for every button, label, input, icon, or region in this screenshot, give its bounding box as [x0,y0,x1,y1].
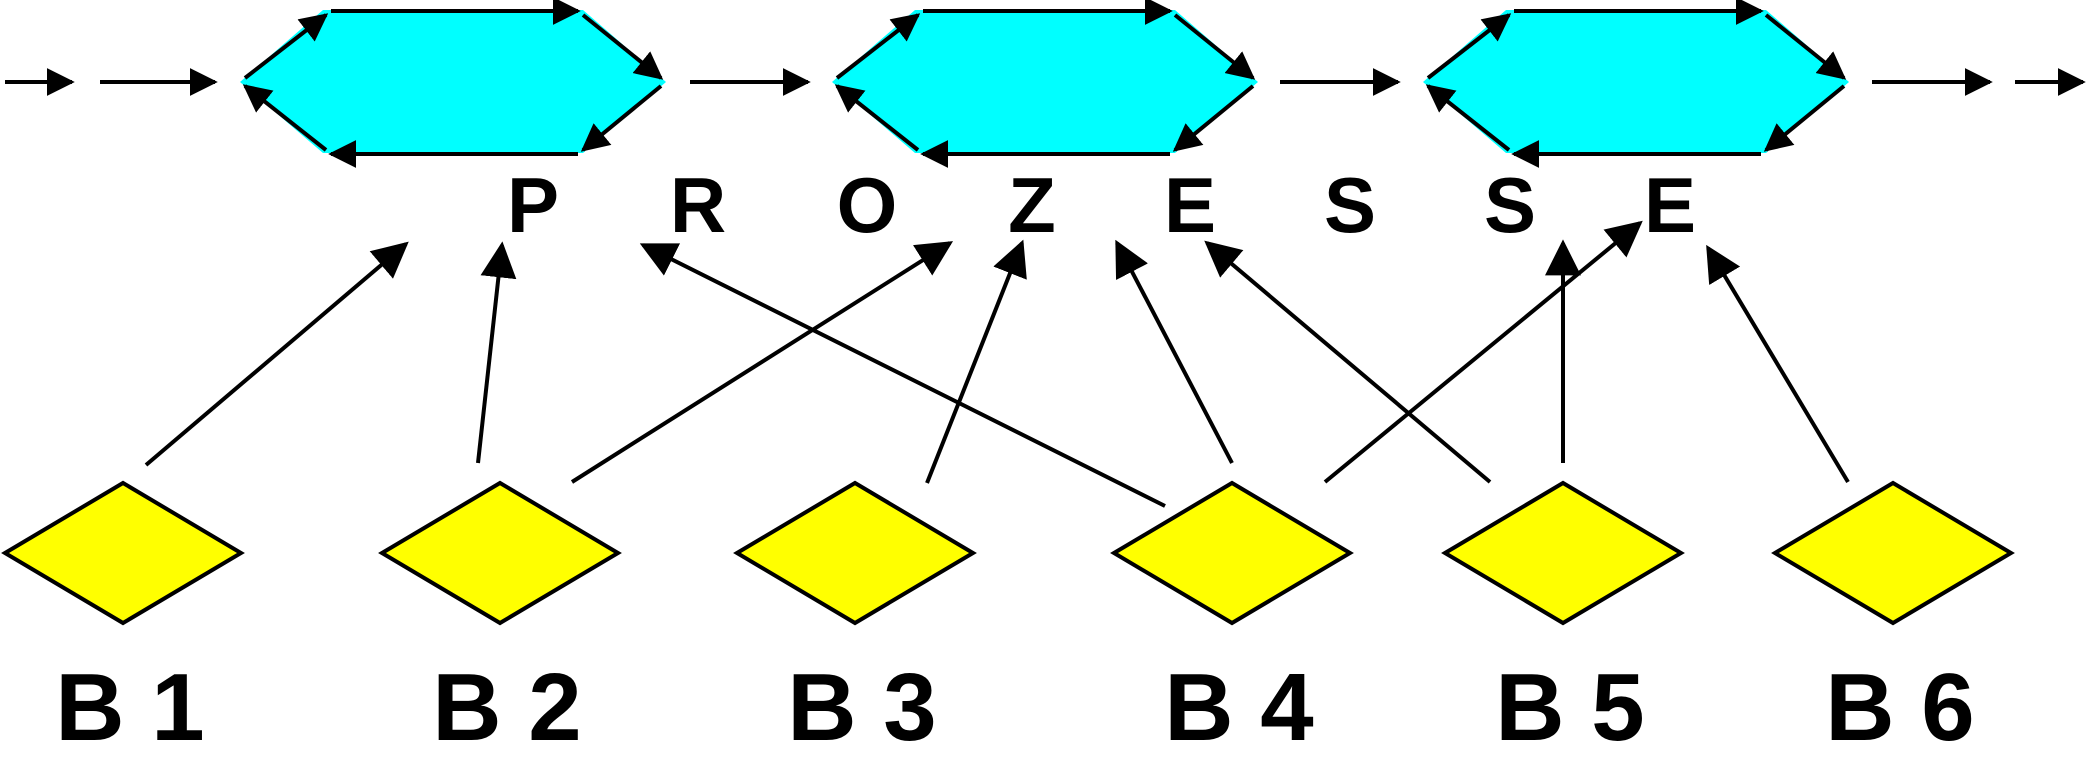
element-b4-label: B 4 [1164,654,1313,761]
elements [1,480,2015,626]
process-letter: Z [1008,161,1056,249]
element-b2-label: B 2 [432,654,581,761]
process-cycle-arrow [581,13,664,80]
process-1 [240,0,666,168]
link-b1-to-P [144,241,409,467]
process-cycle-arrow [243,13,329,80]
process-cycle-arrow [1173,13,1256,80]
process-hexagon [832,10,1258,153]
element-b5-diamond [1441,480,1685,626]
process-letter: P [507,161,559,249]
process-letter: R [670,161,726,249]
element-b3-label: B 3 [787,654,936,761]
process-cycle-arrow [1764,13,1847,80]
element-b3-diamond [733,480,977,626]
process-hexagons [240,0,1849,168]
process-hexagon [1423,10,1849,153]
process-hexagon [240,10,666,153]
process-letter: E [1164,161,1216,249]
process-3 [1423,0,1849,168]
process-cycle-arrow [834,84,920,152]
process-2 [832,0,1258,168]
process-letter: E [1644,161,1696,249]
link-b4-to-E [1323,220,1643,484]
process-cycle-arrow [580,84,663,152]
element-b2-diamond [378,480,622,626]
element-b1-label: B 1 [55,654,204,761]
process-cycle-arrow [1763,84,1846,152]
element-b1-diamond [1,480,245,626]
link-b2-to-Z [570,241,954,484]
element-b5-label: B 5 [1495,654,1644,761]
link-b4-to-Z [1115,239,1234,464]
element-b4-diamond [1110,480,1354,626]
process-letter: O [837,161,898,249]
link-b4-to-R [639,243,1166,508]
element-b6-label: B 6 [1825,654,1974,761]
link-b3-to-Z [925,239,1027,484]
element-b6-diamond [1771,480,2015,626]
process-letter: S [1324,161,1376,249]
link-b5-to-E [1204,240,1492,484]
link-b2-to-P [476,241,517,464]
process-letter: S [1484,161,1536,249]
process-cycle-arrow [835,13,921,80]
element-links [144,220,1850,508]
element-labels: B 1 B 2 B 3 B 4 B 5 B 6 [55,654,1974,761]
process-cycle-arrow [1425,84,1511,152]
link-b6-to-E [1706,244,1850,484]
process-cycle-arrow [1172,84,1255,152]
process-cycle-arrow [242,84,328,152]
process-cycle-arrow [1426,13,1512,80]
